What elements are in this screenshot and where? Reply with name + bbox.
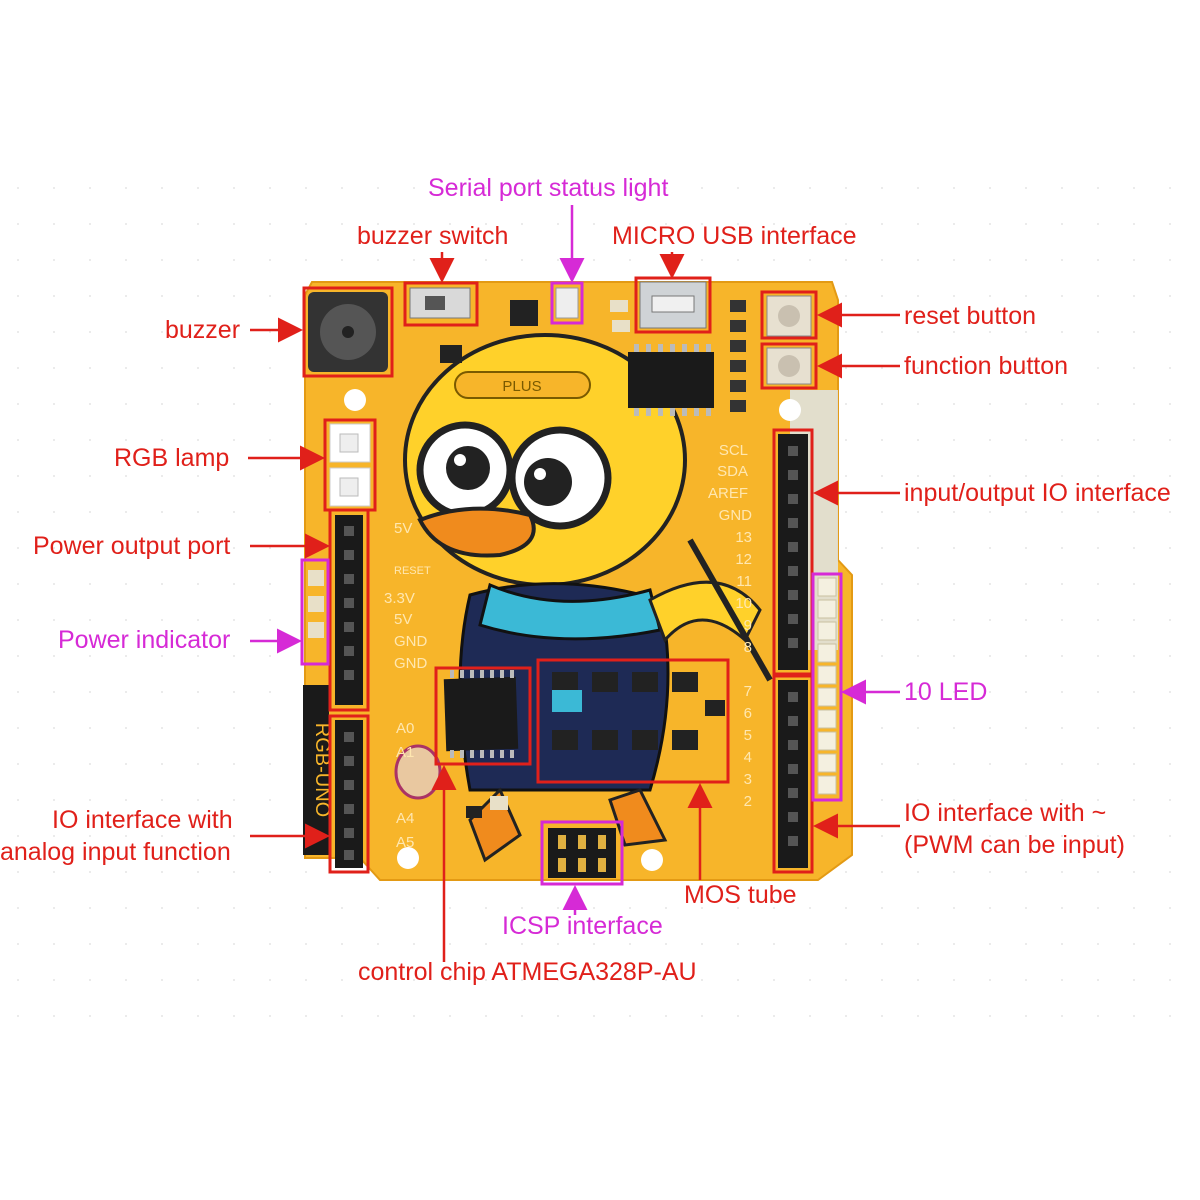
led-column: [817, 577, 837, 795]
svg-text:5: 5: [744, 727, 752, 744]
label-io-interface: input/output IO interface: [904, 479, 1171, 507]
silk-model: RGB-UNO: [311, 723, 333, 817]
label-micro-usb: MICRO USB interface: [612, 222, 857, 250]
label-pwm-line2: (PWM can be input): [904, 831, 1125, 859]
label-icsp: ICSP interface: [502, 912, 663, 940]
box-analog-header: [328, 714, 370, 874]
svg-text:GND: GND: [394, 633, 428, 650]
box-icsp: [540, 820, 624, 886]
svg-text:5V: 5V: [394, 611, 412, 628]
svg-text:A4: A4: [396, 810, 414, 827]
svg-text:RESET: RESET: [394, 565, 431, 577]
label-power-output: Power output port: [33, 532, 231, 560]
svg-text:GND: GND: [394, 655, 428, 672]
box-power-indicator: [300, 558, 330, 666]
svg-text:8: 8: [744, 639, 752, 656]
svg-text:2: 2: [744, 793, 752, 810]
power-indicator-led: [308, 622, 324, 638]
duck-wing: [648, 580, 762, 643]
mounting-hole: [779, 399, 801, 421]
box-buzzer: [302, 286, 394, 378]
label-analog-line1: IO interface with: [52, 806, 233, 834]
mounting-hole: [641, 849, 663, 871]
svg-text:SCL: SCL: [719, 442, 748, 459]
label-buzzer: buzzer: [165, 316, 241, 344]
micro-usb-port: [639, 281, 707, 329]
power-indicator-led: [308, 570, 324, 586]
annotation-arrows: [248, 252, 900, 962]
box-digital-upper: [772, 428, 814, 676]
mos-tube-group: [552, 672, 725, 750]
annotation-arrows-magenta: [250, 205, 900, 915]
svg-text:13: 13: [735, 529, 752, 546]
hat-band: [454, 371, 591, 399]
label-serial-light: Serial port status light: [428, 174, 669, 202]
mounting-hole: [344, 389, 366, 411]
duck-beak: [417, 506, 536, 558]
label-reset-button: reset button: [904, 302, 1037, 330]
silk-brand: PLUS: [502, 378, 541, 395]
box-power-header: [328, 508, 370, 712]
svg-text:12: 12: [735, 551, 752, 568]
svg-text:5V: 5V: [394, 520, 412, 537]
svg-text:AREF: AREF: [708, 485, 748, 502]
label-rgb-lamp: RGB lamp: [114, 444, 230, 472]
pin-labels-power: 5V RESET 3.3V 5V GND GND: [384, 520, 431, 672]
svg-text:A0: A0: [396, 720, 414, 737]
label-analog-line2: analog input function: [0, 838, 231, 866]
svg-text:6: 6: [744, 705, 752, 722]
label-control-chip: control chip ATMEGA328P-AU: [358, 958, 697, 986]
svg-text:A5: A5: [396, 834, 414, 851]
eye-left: [446, 446, 490, 490]
glasses-bridge: [506, 468, 516, 478]
svg-text:4: 4: [744, 749, 752, 766]
box-buzzer-switch: [403, 281, 479, 327]
control-chip: [443, 676, 519, 752]
label-power-indicator: Power indicator: [58, 626, 231, 654]
box-reset: [760, 290, 818, 340]
svg-text:GND: GND: [719, 507, 753, 524]
box-function: [760, 342, 818, 390]
svg-text:10: 10: [735, 595, 752, 612]
label-function-button: function button: [904, 352, 1069, 380]
box-serial-led: [550, 281, 584, 325]
pin-labels-analog: A0 A1 A4 A5: [396, 720, 414, 851]
analog-header: [335, 720, 363, 868]
svg-text:SDA: SDA: [717, 463, 748, 480]
svg-text:A1: A1: [396, 744, 414, 761]
label-buzzer-switch: buzzer switch: [357, 222, 509, 250]
serial-status-led: [555, 287, 579, 319]
label-pwm-line1: IO interface with ~: [904, 799, 1107, 827]
svg-text:3.3V: 3.3V: [384, 590, 415, 607]
mounting-hole: [397, 847, 419, 869]
duck-stick: [687, 538, 773, 682]
usb-serial-chip: [628, 352, 714, 408]
label-10-led: 10 LED: [904, 678, 988, 706]
label-mos-tube: MOS tube: [684, 881, 797, 909]
rgb-led-1: [329, 423, 371, 463]
eye-right: [524, 458, 572, 506]
svg-text:9: 9: [744, 617, 752, 634]
pin-labels-digital: SCL SDA AREF GND 13 12 11 10 9 8 7 6 5 4…: [708, 442, 752, 810]
annotation-boxes-magenta: [300, 281, 843, 886]
svg-text:3: 3: [744, 771, 752, 788]
box-mos-tube: [536, 658, 730, 784]
box-control-chip: [434, 666, 532, 766]
power-indicator-led: [308, 596, 324, 612]
svg-text:7: 7: [744, 683, 752, 700]
svg-text:11: 11: [736, 573, 752, 590]
